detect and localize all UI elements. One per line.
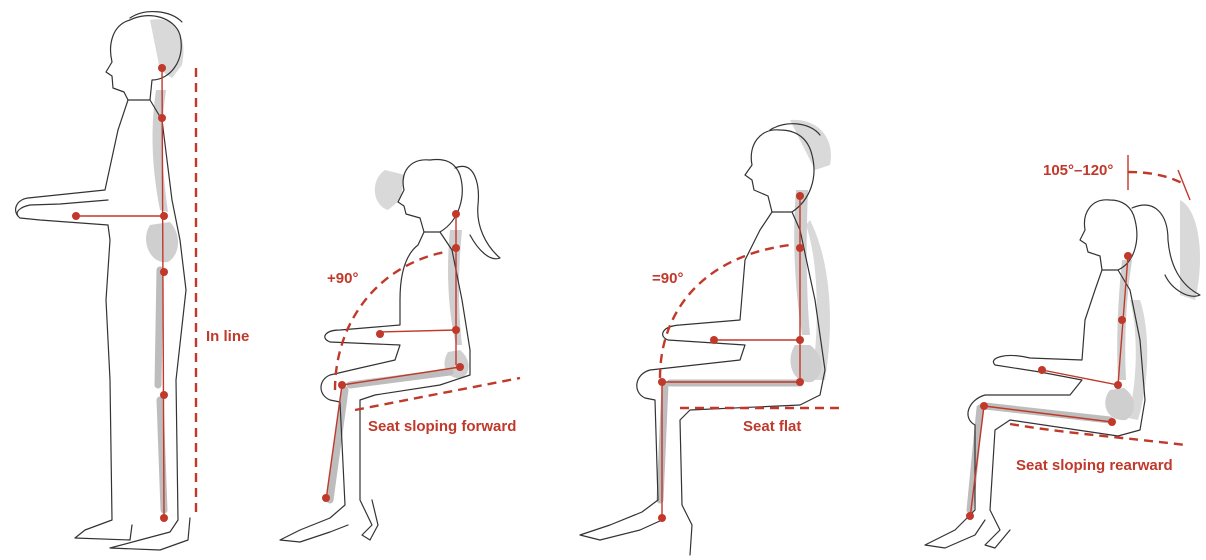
in-line-label: In line [206, 328, 249, 345]
seat-sloping-forward-label: Seat sloping forward [368, 418, 516, 435]
seat-rearward-figure [925, 155, 1200, 548]
standing-figure [16, 12, 196, 550]
seat-flat-figure [580, 120, 845, 555]
seat-sloping-rearward-label: Seat sloping rearward [1016, 457, 1173, 474]
equal-90-angle-label: =90° [652, 270, 683, 287]
seat-forward-figure [280, 160, 520, 542]
105-120-angle-label: 105°–120° [1043, 162, 1113, 179]
plus-90-angle-label: +90° [327, 270, 358, 287]
seat-flat-label: Seat flat [743, 418, 801, 435]
